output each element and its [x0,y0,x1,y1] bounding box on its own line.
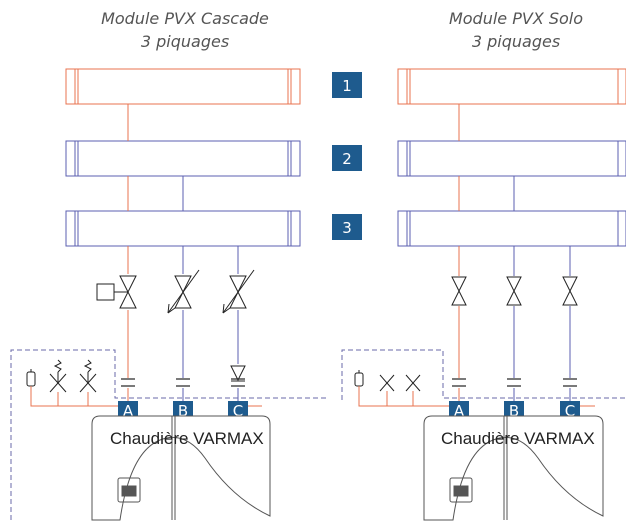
left-unit-2 [65,140,301,177]
right-unit-1 [397,68,626,105]
right-safety-piping [358,386,595,407]
right-boiler [423,415,604,521]
right-unions [452,378,577,387]
right-module-subtitle: 3 piquages [472,32,560,51]
level-badge-1-label: 1 [342,77,352,95]
left-port-a-label: A [123,402,134,420]
left-unit-1 [65,68,301,105]
left-safety-group [26,359,97,393]
right-port-a-label: A [454,402,465,420]
right-valves [451,276,578,306]
right-port-b-label: B [509,402,519,420]
left-dashed-enclosure [10,349,326,520]
level-badge-3-label: 3 [342,219,352,237]
left-port-c-label: C [233,402,243,420]
level-badge-1: 1 [332,72,362,98]
right-boiler-label: Chaudière VARMAX [441,429,595,448]
left-boiler [91,415,271,521]
left-module-subtitle: 3 piquages [141,32,229,51]
right-module-title: Module PVX Solo [449,9,583,28]
right-port-c-label: C [565,402,575,420]
level-badge-3: 3 [332,214,362,240]
left-module-title: Module PVX Cascade [101,9,269,28]
left-unions [121,378,245,387]
left-check-valve-c [230,365,246,382]
left-unit-3 [65,210,301,247]
left-boiler-label: Chaudière VARMAX [110,429,264,448]
left-valve-b [167,269,200,314]
right-unit-3 [397,210,626,247]
left-port-b-label: B [178,402,188,420]
left-valve-c [222,269,255,314]
level-badge-2-label: 2 [342,150,352,168]
right-safety-group [354,370,421,392]
right-unit-2 [397,140,626,177]
left-safety-piping [30,386,262,407]
level-badge-2: 2 [332,145,362,171]
right-dashed-enclosure [341,349,626,400]
left-motorized-valve-a [96,275,137,309]
